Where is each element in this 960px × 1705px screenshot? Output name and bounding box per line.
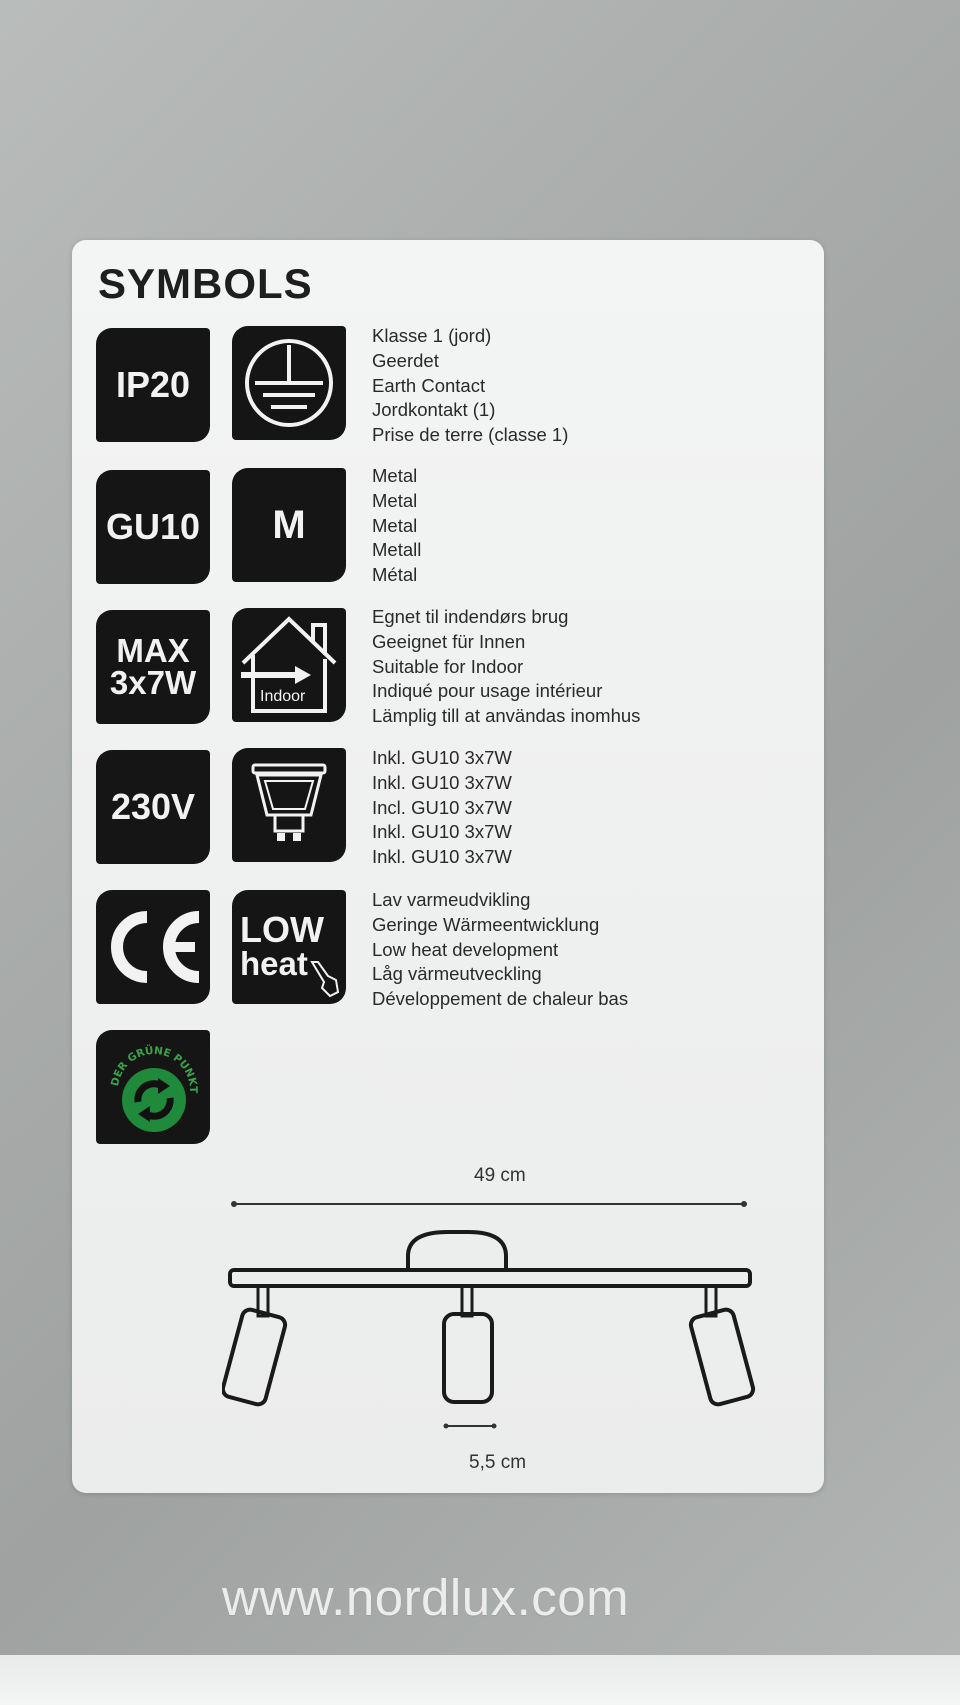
desc-line: Lav varmeudvikling	[372, 889, 531, 910]
earth-description: Klasse 1 (jord) Geerdet Earth Contact Jo…	[372, 324, 792, 448]
desc-line: Lämplig till at användas inomhus	[372, 705, 641, 727]
desc-line: Geringe Wärmeentwicklung	[372, 913, 600, 935]
symbols-label-card: SYMBOLS IP20 Klasse 1 (jord) Geerdet Ear…	[72, 240, 824, 1493]
indoor-description: Egnet til indendørs brug Geeignet für In…	[372, 605, 792, 729]
desc-line: Incl. GU10 3x7W	[372, 796, 512, 818]
ip20-tile: IP20	[96, 328, 210, 442]
desc-line: Indiqué pour usage intérieur	[372, 680, 603, 702]
desc-line: Earth Contact	[372, 374, 486, 396]
max-label: MAX	[116, 631, 190, 669]
card-title: SYMBOLS	[98, 260, 313, 307]
max-wattage-tile: MAX 3x7W	[96, 610, 210, 724]
desc-line: Geerdet	[372, 349, 439, 371]
metal-tile: M	[232, 468, 346, 582]
desc-line: Metal	[372, 465, 418, 486]
indoor-house-icon: Indoor	[232, 608, 346, 722]
desc-line: Låg värmeutveckling	[372, 963, 542, 985]
ip20-label: IP20	[115, 364, 191, 405]
desc-line: Suitable for Indoor	[372, 655, 524, 677]
desc-line: Klasse 1 (jord)	[372, 325, 492, 346]
floor-surface	[0, 1655, 960, 1705]
hand-icon	[310, 961, 340, 998]
desc-line: Inkl. GU10 3x7W	[372, 747, 512, 768]
desc-line: Prise de terre (classe 1)	[372, 424, 569, 446]
desc-line: Low heat development	[372, 938, 559, 960]
metal-m-label: M	[272, 503, 306, 547]
desc-line: Inkl. GU10 3x7W	[372, 821, 512, 843]
gu10-tile: GU10	[96, 470, 210, 584]
heat-label: heat	[240, 945, 308, 982]
ce-mark-icon	[96, 890, 210, 1004]
voltage-tile: 230V	[96, 750, 210, 864]
desc-line: Metal	[372, 514, 418, 536]
desc-line: Développement de chaleur bas	[372, 988, 629, 1010]
desc-line: Inkl. GU10 3x7W	[372, 846, 512, 868]
desc-line: Inkl. GU10 3x7W	[372, 771, 512, 793]
width-dimension-label: 49 cm	[474, 1165, 526, 1186]
voltage-label: 230V	[110, 786, 196, 827]
desc-line: Jordkontakt (1)	[372, 399, 496, 421]
metal-description: Metal Metal Metal Metall Métal	[372, 464, 792, 588]
gu10-label: GU10	[105, 506, 201, 547]
desc-line: Metal	[372, 489, 418, 511]
spot-dimension-label: 5,5 cm	[469, 1452, 527, 1473]
website-url: www.nordlux.com	[222, 1569, 630, 1626]
bulb-description: Inkl. GU10 3x7W Inkl. GU10 3x7W Incl. GU…	[372, 746, 792, 870]
low-heat-tile: LOW heat	[232, 890, 346, 1004]
earth-ground-icon	[232, 326, 346, 440]
low-heat-description: Lav varmeudvikling Geringe Wärmeentwickl…	[372, 888, 792, 1012]
spotlight-bar-drawing	[222, 1201, 756, 1429]
wattage-label: 3x7W	[109, 664, 197, 701]
gu10-bulb-icon	[232, 748, 346, 862]
desc-line: Egnet til indendørs brug	[372, 606, 569, 627]
low-label: LOW	[240, 909, 324, 950]
desc-line: Geeignet für Innen	[372, 630, 526, 652]
indoor-label: Indoor	[260, 688, 306, 705]
desc-line: Metall	[372, 539, 422, 561]
desc-line: Métal	[372, 564, 418, 586]
green-dot-recycling-icon: DER GRÜNE PUNKT	[96, 1030, 210, 1144]
